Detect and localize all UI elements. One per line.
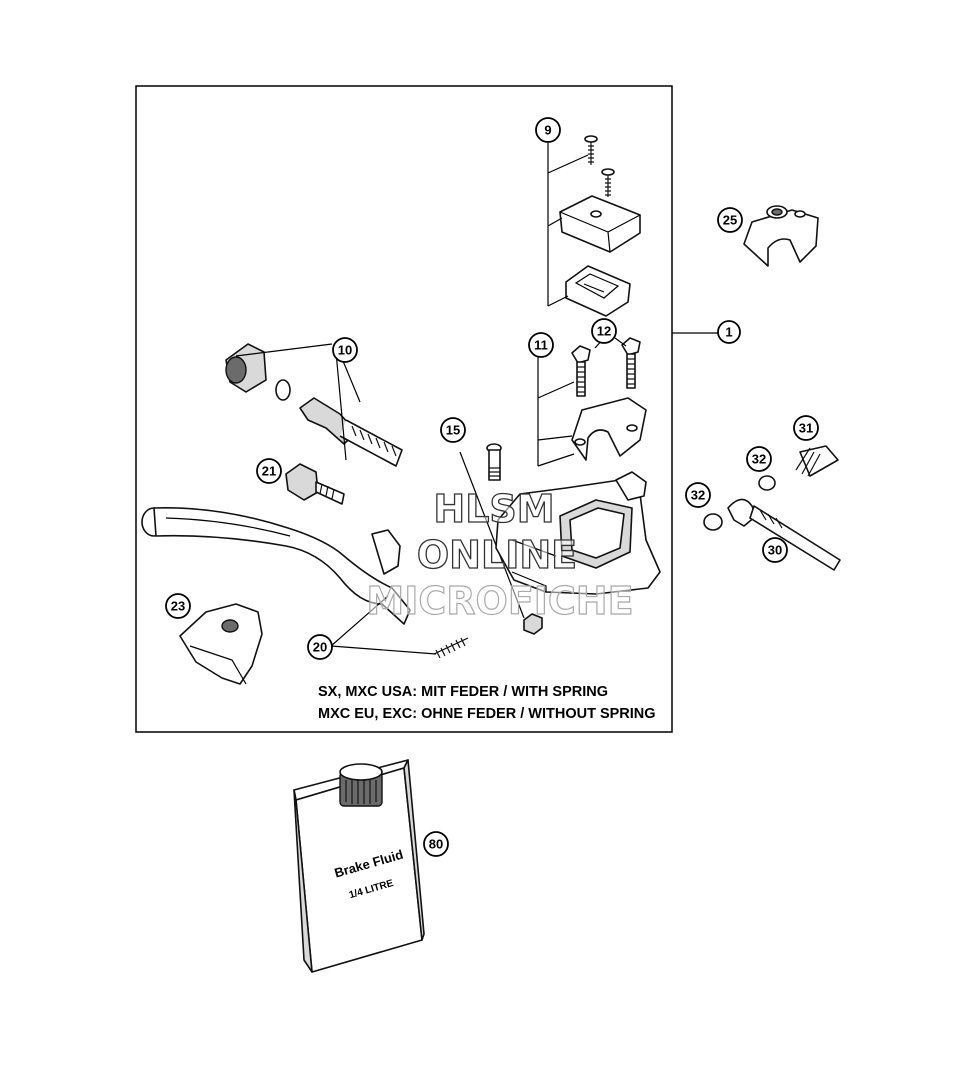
callout-label: 23 [171,599,185,614]
callout-label: 32 [752,452,766,467]
clamp-bolt [571,345,591,397]
callout-label: 20 [313,640,327,655]
clamp-bolt [621,337,641,389]
brake-lever [141,507,411,625]
reservoir-cover-set [547,135,641,317]
callout-30: 30 [762,537,788,563]
callout-21: 21 [256,458,282,484]
handlebar-clamp [571,397,647,461]
callout-1: 1 [717,320,741,344]
callout-label: 10 [338,343,352,358]
callout-32-upper: 32 [746,446,772,472]
callout-20: 20 [307,634,333,660]
watermark-line2: ONLINE [417,533,577,577]
callout-label: 30 [768,543,782,558]
watermark: HLSM ONLINE MICROFICHE [366,486,634,623]
lever-guard [179,603,263,685]
callout-32-lower: 32 [685,482,711,508]
clamp-set [537,337,647,467]
spring-note-line1: SX, MXC USA: MIT FEDER / WITH SPRING [318,684,608,700]
callout-label: 15 [446,423,460,438]
callout-label: 32 [691,488,705,503]
callout-label: 12 [597,324,611,339]
adjuster-screw [285,463,345,505]
callout-label: 25 [723,213,737,228]
brake-line [703,445,841,571]
callout-11: 11 [528,332,554,358]
watermark-line1: HLSM [433,487,554,531]
callout-label: 9 [544,123,551,138]
pivot-nut [523,613,543,635]
callout-label: 11 [534,338,548,353]
master-cylinder [495,471,661,595]
cover-screw [584,135,598,165]
spring-note-line2: MXC EU, EXC: OHNE FEDER / WITHOUT SPRING [318,706,656,722]
callout-label: 21 [262,464,276,479]
callout-10: 10 [332,337,358,363]
callout-15: 15 [440,417,466,443]
callout-label: 31 [799,421,813,436]
lever-spring [330,595,469,659]
callout-23: 23 [165,593,191,619]
callout-12: 12 [591,318,617,344]
reservoir-diaphragm [565,265,631,317]
reservoir-cover [559,195,641,253]
watermark-line3: MICROFICHE [366,579,633,623]
callout-label: 80 [429,837,443,852]
callout-31: 31 [793,415,819,441]
callout-9: 9 [535,117,561,143]
piston-kit [225,343,403,467]
cover-screw [601,168,615,197]
spare-clamp [743,205,819,267]
assembly-frame [135,85,673,733]
callout-label: 1 [725,325,732,340]
brake-fluid-bottle: Brake Fluid 1/4 LITRE [293,759,425,973]
callout-25: 25 [717,207,743,233]
callout-80: 80 [423,831,449,857]
pivot-bolt [459,443,543,635]
